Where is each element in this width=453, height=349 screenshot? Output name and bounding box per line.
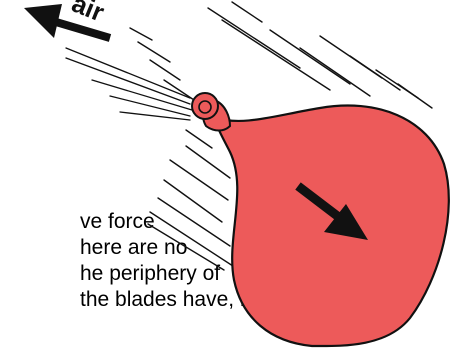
nozzle-opening [199, 101, 211, 113]
air-stream-lines [66, 48, 192, 120]
